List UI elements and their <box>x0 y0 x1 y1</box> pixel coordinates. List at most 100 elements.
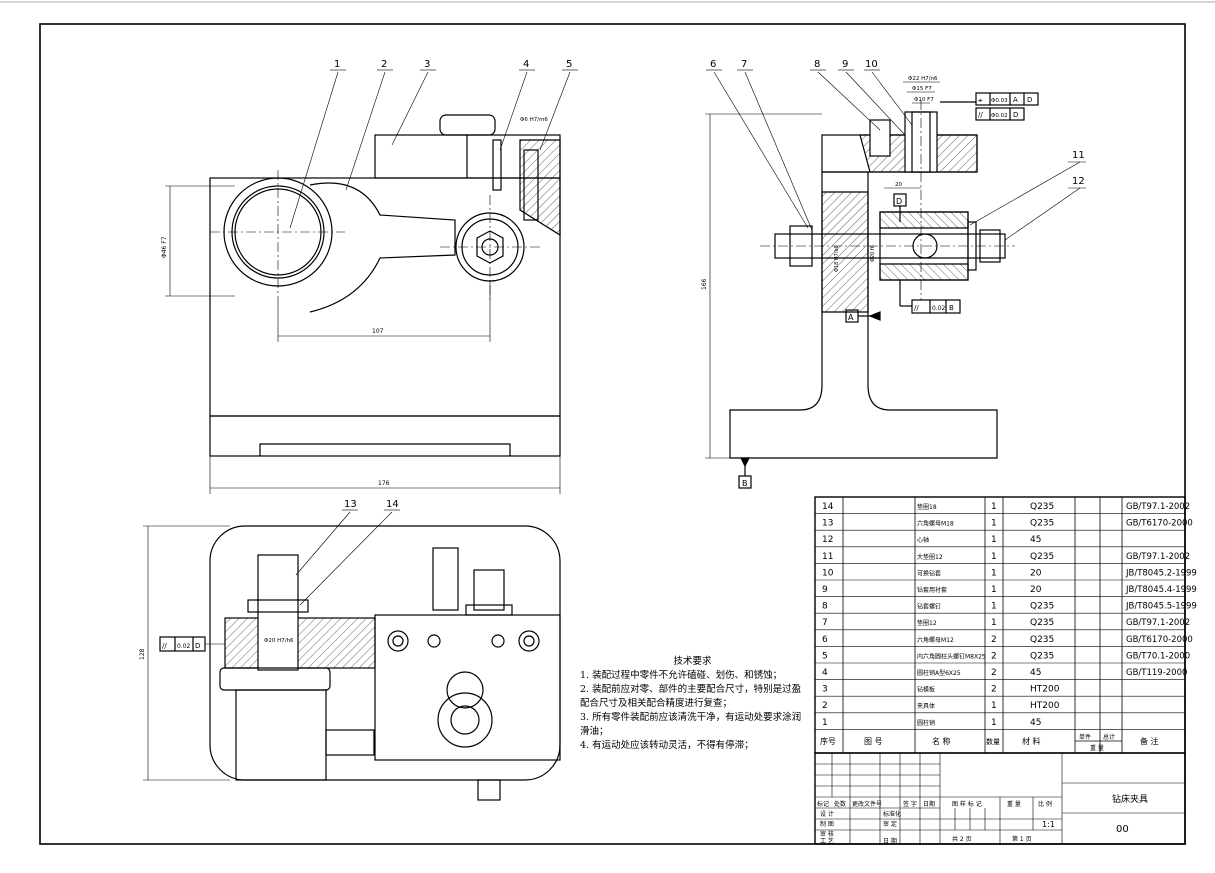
dim-176: 176 <box>378 480 390 487</box>
tb-date: 日期 <box>923 800 935 808</box>
bom-h-code: 图 号 <box>864 737 883 746</box>
balloon-6: 6 <box>710 59 716 70</box>
tol-par2-ref: B <box>949 304 954 312</box>
bom-cell-mat: Q235 <box>1030 635 1054 645</box>
balloon-2: 2 <box>381 59 387 70</box>
dim-d18: Φ18 H7/k6 <box>834 245 840 272</box>
datum-b: B <box>742 479 748 488</box>
tb-file: 更改文件号 <box>852 800 882 808</box>
dim-128: 128 <box>139 648 146 660</box>
tol-par-val: Φ0.02 <box>991 113 1008 119</box>
bom-cell-name: 垫圈12 <box>917 619 937 627</box>
tol-pos-ref-d: D <box>1027 96 1032 104</box>
datum-a: A <box>848 313 854 322</box>
balloon-12: 12 <box>1072 176 1085 187</box>
side-view-labels: 6 7 8 9 10 11 12 166 Φ22 H7/n6 Φ15 F7 Φ1… <box>701 59 1085 488</box>
bom-h-weight: 重 量 <box>1090 744 1104 752</box>
tb-design: 设 计 <box>820 810 834 818</box>
tb-mark: 标记 <box>817 800 829 808</box>
balloon-14: 14 <box>386 499 399 510</box>
dim-d20f6: Φ20 f6 <box>870 245 876 262</box>
bom-cell-no: 8 <box>822 602 828 612</box>
dim-d20h7: Φ20 H7/h6 <box>264 638 294 644</box>
tb-draw: 制 图 <box>820 820 834 828</box>
balloon-4: 4 <box>523 59 529 70</box>
tol-top-sym: // <box>162 642 167 650</box>
dim-pin: Φ6 H7/m6 <box>520 117 548 123</box>
bom-cell-no: 9 <box>822 585 828 595</box>
tol-top-val: 0.02 <box>177 643 191 650</box>
balloon-1: 1 <box>334 59 340 70</box>
bom-h-name: 名 称 <box>932 736 951 746</box>
tb-review: 审 核 <box>820 830 834 838</box>
front-view <box>165 69 578 494</box>
dim-d22: Φ22 H7/n6 <box>908 76 938 82</box>
bom-cell-mat: Q235 <box>1030 502 1054 512</box>
balloon-7: 7 <box>741 59 747 70</box>
top-view-labels: 13 14 128 Φ20 H7/h6 // 0.02 D <box>139 499 399 660</box>
bom-cell-qty: 1 <box>991 535 997 545</box>
bom-cell-no: 3 <box>822 685 828 695</box>
balloon-9: 9 <box>842 59 848 70</box>
balloon-11: 11 <box>1072 150 1085 161</box>
balloon-8: 8 <box>814 59 820 70</box>
balloon-13: 13 <box>344 499 357 510</box>
bom-cell-no: 7 <box>822 618 828 628</box>
dim-d15: Φ15 F7 <box>912 86 932 92</box>
bom-cell-name: 大垫圈12 <box>917 553 943 561</box>
bom-cell-mat: Q235 <box>1030 602 1054 612</box>
bom-h-total: 总计 <box>1103 733 1115 741</box>
bom-cell-name: 钻套螺钉 <box>917 603 941 611</box>
bom-cell-name: 六角螺母M12 <box>917 636 954 644</box>
bom-cell-std: JB/T8045.4-1999 <box>1125 585 1197 595</box>
bom-cell-qty: 1 <box>991 585 997 595</box>
notes-item-2: 2. 装配前应对零、部件的主要配合尺寸，特别是过盈配合尺寸及相关配合精度进行复查… <box>580 684 802 709</box>
bom-cell-std: GB/T97.1-2002 <box>1126 618 1190 628</box>
notes-title: 技术要求 <box>673 656 712 667</box>
bom-cell-std: GB/T119-2000 <box>1126 668 1187 678</box>
bom-cell-std: GB/T70.1-2000 <box>1126 651 1190 661</box>
bom-cell-mat: Q235 <box>1030 519 1054 529</box>
bom-cell-qty: 1 <box>991 519 997 529</box>
bom-cell-no: 14 <box>822 502 834 512</box>
tb-scale-val: 1:1 <box>1042 820 1055 829</box>
bom-cell-no: 12 <box>822 535 833 545</box>
datum-d: D <box>896 197 902 206</box>
bom-h-no: 序号 <box>820 736 836 746</box>
tol-par-ref: D <box>1013 111 1018 119</box>
bom-h-unit: 单件 <box>1079 733 1091 741</box>
bom-h-mat: 材 料 <box>1022 736 1041 746</box>
bom-cell-no: 4 <box>822 668 828 678</box>
tol-pos-sym: ⌖ <box>978 96 983 105</box>
bom-cell-no: 6 <box>822 635 828 645</box>
bom-cell-std: JB/T8045.2-1999 <box>1125 568 1197 578</box>
bom-cell-qty: 1 <box>991 618 997 628</box>
tb-check: 审 定 <box>883 820 897 828</box>
tb-date2: 日 期 <box>883 837 897 845</box>
title-block-labels: 标记 处数 更改文件号 签 字 日期 设 计 标准化 制 图 审 定 审 核 工… <box>817 793 1148 845</box>
tb-sign: 签 字 <box>903 800 917 808</box>
bom-cell-mat: 45 <box>1030 535 1041 545</box>
tb-scale: 比 例 <box>1038 800 1052 808</box>
dim-166: 166 <box>701 278 708 290</box>
title-block <box>814 752 1186 845</box>
bom-cell-std: GB/T97.1-2002 <box>1126 552 1190 562</box>
bom-cell-qty: 1 <box>991 502 997 512</box>
bom-cell-no: 5 <box>822 651 828 661</box>
bom-cell-std: GB/T6170-2000 <box>1126 519 1193 529</box>
bom-cell-name: 圆柱销 <box>917 719 935 727</box>
bom-cell-mat: 20 <box>1030 568 1042 578</box>
bom-cell-qty: 1 <box>991 718 997 728</box>
top-view <box>143 509 561 801</box>
bom-cell-no: 2 <box>822 701 828 711</box>
bom-cell-name: 心轴 <box>917 536 929 544</box>
bom-cell-qty: 1 <box>991 552 997 562</box>
bom-cell-name: 钻套用衬套 <box>917 586 947 594</box>
tb-process: 工 艺 <box>820 837 834 845</box>
dim-20: 20 <box>895 182 902 188</box>
bom-cell-name: 可换钻套 <box>917 569 941 577</box>
notes-item-1: 1. 装配过程中零件不允许磕碰、划伤、和锈蚀； <box>580 670 783 681</box>
bom-cell-mat: 20 <box>1030 585 1042 595</box>
balloon-10: 10 <box>865 59 878 70</box>
